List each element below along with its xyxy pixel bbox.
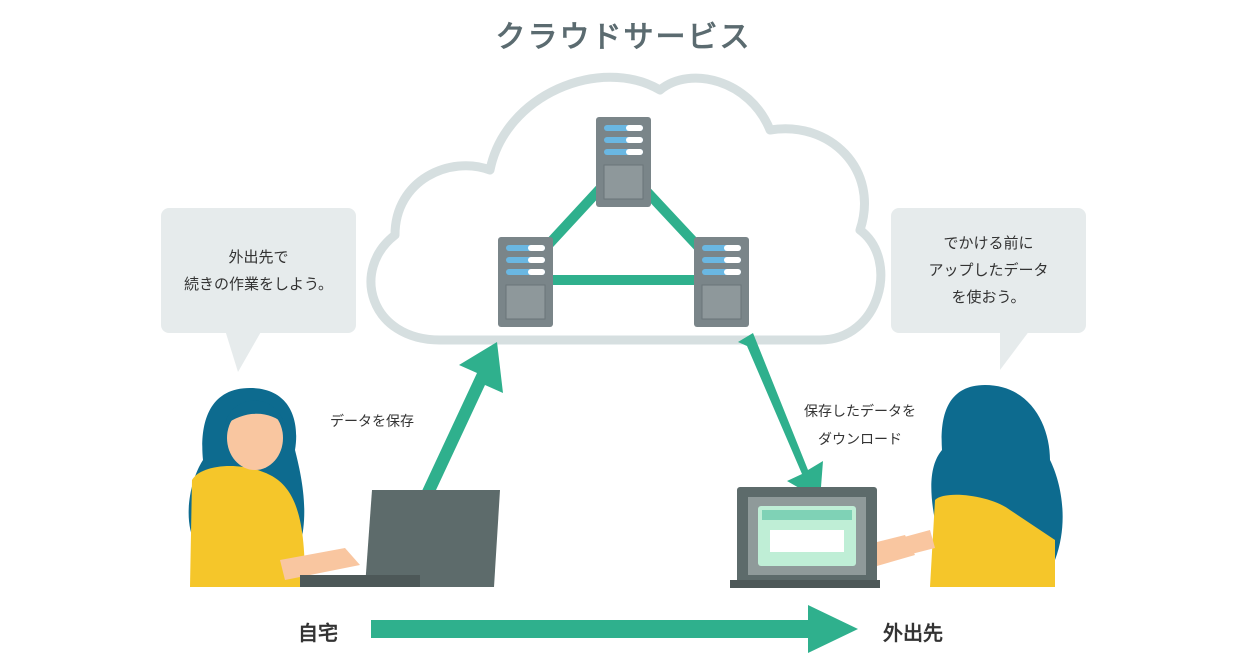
upload-arrow-icon bbox=[411, 342, 503, 505]
server-icon bbox=[596, 117, 651, 207]
server-icon bbox=[498, 237, 553, 327]
speech-bubble-home: 外出先で 続きの作業をしよう。 bbox=[161, 208, 356, 333]
download-label: 保存したデータを ダウンロード bbox=[804, 398, 916, 454]
home-to-away-arrow-icon bbox=[371, 605, 858, 653]
place-away-label: 外出先 bbox=[883, 621, 943, 645]
diagram-title: クラウドサービス bbox=[495, 20, 752, 55]
person-icon bbox=[188, 388, 360, 587]
bubble-home-line-1: 外出先で bbox=[228, 247, 289, 266]
server-icon bbox=[694, 237, 749, 327]
laptop-icon bbox=[300, 490, 500, 587]
person-icon bbox=[825, 385, 1063, 587]
bubble-home-line-2: 続きの作業をしよう。 bbox=[183, 274, 334, 293]
cloud-icon bbox=[366, 72, 886, 345]
place-home-label: 自宅 bbox=[298, 621, 338, 645]
bubble-tail-icon bbox=[1000, 330, 1030, 370]
upload-label: データを保存 bbox=[330, 414, 414, 430]
download-label-line-1: 保存したデータを bbox=[804, 404, 916, 420]
bubble-away-line-3: を使おう。 bbox=[951, 288, 1026, 306]
bubble-away-line-1: でかける前に bbox=[943, 234, 1034, 252]
bubble-away-line-2: アップしたデータ bbox=[928, 261, 1049, 279]
bubble-tail-icon bbox=[225, 330, 262, 372]
speech-bubble-away: でかける前に アップしたデータ を使おう。 bbox=[891, 208, 1086, 333]
download-arrow-icon bbox=[738, 333, 823, 500]
laptop-icon bbox=[730, 487, 880, 588]
download-label-line-2: ダウンロード bbox=[818, 432, 902, 448]
